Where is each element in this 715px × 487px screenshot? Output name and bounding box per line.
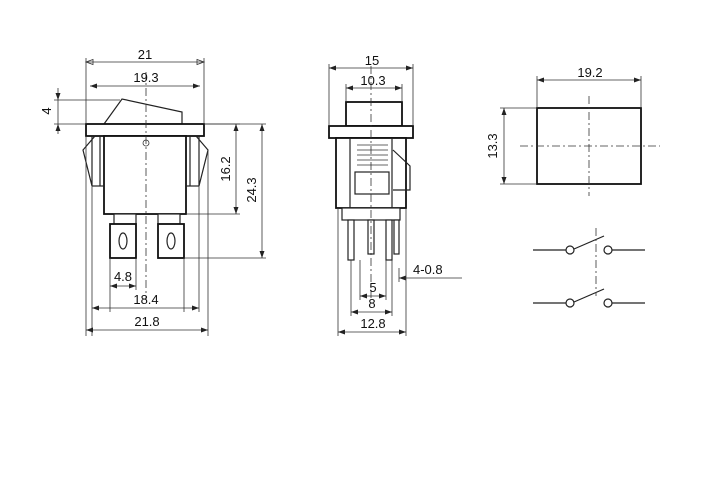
side-view: 15 10.3 4-0.8 5 8 12.8 [328, 53, 462, 336]
cutout-view: 19.2 13.3 [485, 65, 660, 196]
front-dim-bottom-width: 21.8 [134, 314, 159, 329]
cutout-dim-height: 13.3 [485, 133, 500, 158]
front-dim-rocker-height: 4 [39, 107, 54, 114]
cutout-dim-width: 19.2 [577, 65, 602, 80]
front-dim-body-height: 16.2 [218, 156, 233, 181]
side-dim-bottom-width: 12.8 [360, 316, 385, 331]
switch-schematic [533, 228, 645, 308]
side-dim-overall-width: 15 [365, 53, 379, 68]
front-dim-terminal-span: 18.4 [133, 292, 158, 307]
front-view: 21 19.3 4 16.2 24.3 4.8 [39, 47, 266, 336]
side-dim-pitch-8: 8 [368, 296, 375, 311]
front-dim-top-width: 19.3 [133, 70, 158, 85]
side-dim-pitch-5: 5 [369, 280, 376, 295]
side-dim-pin: 4-0.8 [413, 262, 443, 277]
front-dim-total-height: 24.3 [244, 177, 259, 202]
front-dim-terminal-width: 4.8 [114, 269, 132, 284]
side-dim-top-width: 10.3 [360, 73, 385, 88]
front-dim-overall-width: 21 [138, 47, 152, 62]
